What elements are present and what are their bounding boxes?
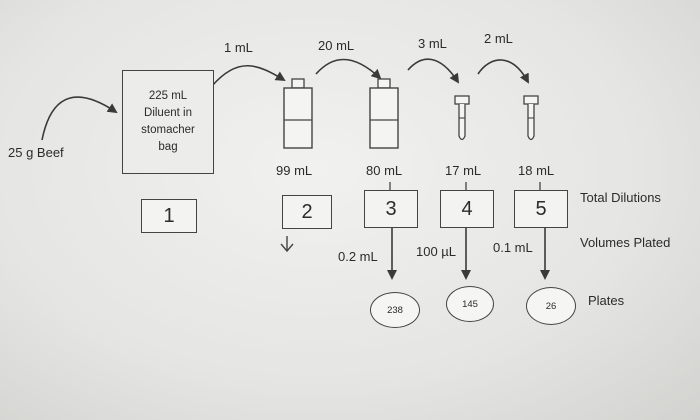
transfer-label-4: 2 mL: [484, 31, 513, 46]
arrow-tube2-to-tube3: [315, 58, 382, 80]
transfer-label-3: 3 mL: [418, 36, 447, 51]
step-box-4: 4: [440, 190, 494, 228]
dilution-tube-4: [454, 95, 470, 141]
arrow-bag-to-tube2: [211, 64, 286, 87]
row-label-volumes-plated: Volumes Plated: [580, 235, 671, 250]
tube-volume-5: 18 mL: [518, 163, 555, 178]
bag-volume: 225 mL: [148, 90, 188, 102]
bag-line-4: bag: [158, 141, 178, 153]
arrow-beef-to-bag: [41, 96, 118, 141]
dilution-tube-5: [523, 95, 539, 141]
plate-5: 26: [526, 287, 576, 325]
transfer-label-2: 20 mL: [318, 38, 355, 53]
row-label-plates: Plates: [588, 293, 625, 308]
tube-volume-2: 99 mL: [276, 163, 313, 178]
plate-4: 145: [446, 286, 494, 322]
arrow-down-icon: [280, 236, 294, 253]
step-box-5: 5: [514, 190, 568, 228]
arrow-tube4-to-tube5: [477, 59, 529, 84]
arrow-tube3-to-tube4: [407, 58, 460, 84]
plate-3: 238: [370, 292, 420, 328]
step-box-2: 2: [282, 195, 332, 229]
bag-line-3: stomacher: [141, 124, 195, 136]
dilution-bottle-2: [283, 78, 313, 149]
transfer-label-1: 1 mL: [224, 40, 253, 55]
tube-volume-4: 17 mL: [445, 163, 482, 178]
step-box-3: 3: [364, 190, 418, 228]
tube-volume-3: 80 mL: [366, 163, 403, 178]
stomacher-bag: 225 mL Diluent in stomacher bag: [122, 70, 214, 174]
volume-plated-5: 0.1 mL: [493, 240, 533, 255]
step-box-1: 1: [141, 199, 197, 233]
volume-plated-4: 100 µL: [416, 244, 457, 259]
sample-label: 25 g Beef: [8, 145, 64, 160]
row-label-total-dilutions: Total Dilutions: [580, 190, 661, 205]
dilution-bottle-3: [369, 78, 399, 149]
volume-plated-3: 0.2 mL: [338, 249, 378, 264]
bag-line-2: Diluent in: [144, 107, 192, 119]
